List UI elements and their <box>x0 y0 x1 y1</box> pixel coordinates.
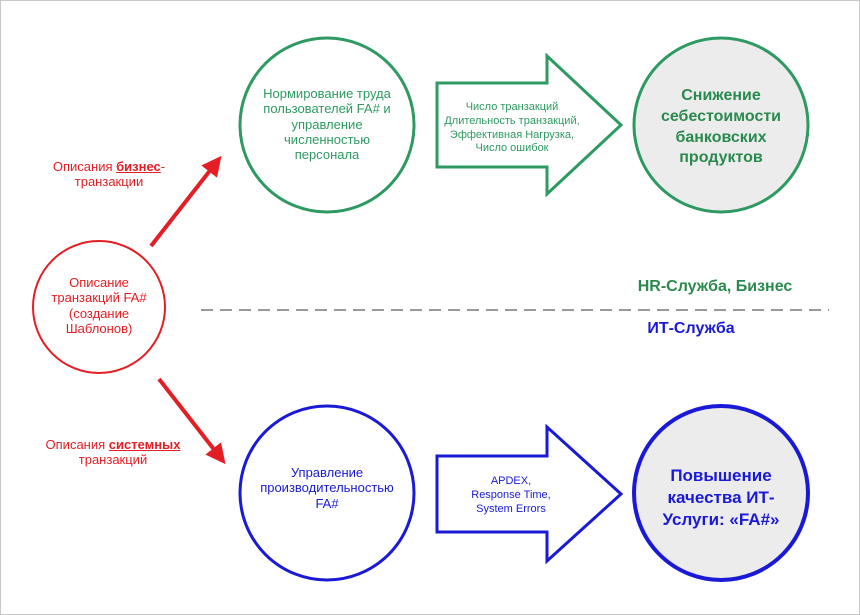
top-result-circle <box>632 36 810 214</box>
system-label-prefix: Описания <box>45 437 109 452</box>
left-circle-line: Описание <box>69 275 129 290</box>
business-label-line2: транзакции <box>74 174 144 190</box>
top-arrow-metric: Число ошибок <box>475 142 549 155</box>
bottom-result-line: Повышение <box>670 466 772 485</box>
bottom-result-circle <box>632 404 810 582</box>
bottom-result-line: Услуги: «FA#» <box>662 510 780 530</box>
bottom-block-arrow <box>435 423 624 565</box>
top-block-arrow <box>435 52 624 198</box>
bottom-circle-line: Управление <box>290 465 364 480</box>
bottom-arrow-metric: Response Time, <box>471 488 551 501</box>
top-arrow-metric: Эффективная Нагрузка, <box>449 128 575 141</box>
top-circle-line: Нормирование труда <box>263 86 391 101</box>
left-circle-line: Шаблонов) <box>65 320 133 336</box>
top-circle-line: персонала <box>294 147 360 163</box>
top-result-line: продуктов <box>679 149 763 167</box>
top-arrow-metric: Число транзакций <box>465 101 559 113</box>
left-circle <box>32 240 166 374</box>
bottom-circle <box>238 404 416 582</box>
bottom-arrow-metrics: APDEX, Response Time, System Errors <box>441 475 581 516</box>
top-arrow-metric: Длительность транзакций, <box>444 114 580 127</box>
bottom-circle-text: Управление производительностью FA# <box>247 465 407 511</box>
bottom-arrow-metric: System Errors <box>476 502 546 515</box>
top-circle <box>238 36 416 214</box>
bottom-arrow-metric: APDEX, <box>490 475 532 487</box>
bottom-result-text: Повышение качества ИТ- Услуги: «FA#» <box>641 465 801 531</box>
system-label-line2: транзакций <box>78 452 148 468</box>
top-circle-line: управление <box>291 116 363 132</box>
system-label-emphasis: системных <box>108 437 181 452</box>
arrow-to-business <box>149 155 222 248</box>
top-result-line: банковских <box>675 128 767 146</box>
top-circle-line: численностью <box>284 131 370 147</box>
it-section-label: ИТ-Служба <box>647 320 735 337</box>
business-label-prefix: Описания <box>52 159 117 174</box>
left-circle-line: (создание <box>68 305 130 321</box>
business-label-suffix: - <box>160 159 166 174</box>
top-result-line: Снижение <box>681 87 761 104</box>
left-circle-text: Описание транзакций FA# (создание Шаблон… <box>39 275 159 336</box>
top-circle-text: Нормирование труда пользователей FA# и у… <box>247 86 407 163</box>
top-arrow-metrics: Число транзакций Длительность транзакций… <box>419 101 605 156</box>
top-circle-line: пользователей FA# и <box>263 101 391 117</box>
system-transactions-label: Описания системных транзакций <box>23 437 203 468</box>
business-label-emphasis: бизнес <box>116 159 161 174</box>
hr-business-section-label: HR-Служба, Бизнес <box>637 278 793 295</box>
bottom-circle-line: FA# <box>315 495 339 511</box>
bottom-circle-line: производительностью <box>260 480 394 496</box>
top-result-line: себестоимости <box>660 107 782 125</box>
business-transactions-label: Описания бизнес- транзакции <box>29 159 189 190</box>
arrow-to-system <box>157 377 226 465</box>
top-result-text: Снижение себестоимости банковских продук… <box>641 86 801 169</box>
bottom-result-line: качества ИТ- <box>667 488 775 508</box>
left-circle-line: транзакций FA# <box>51 290 147 306</box>
